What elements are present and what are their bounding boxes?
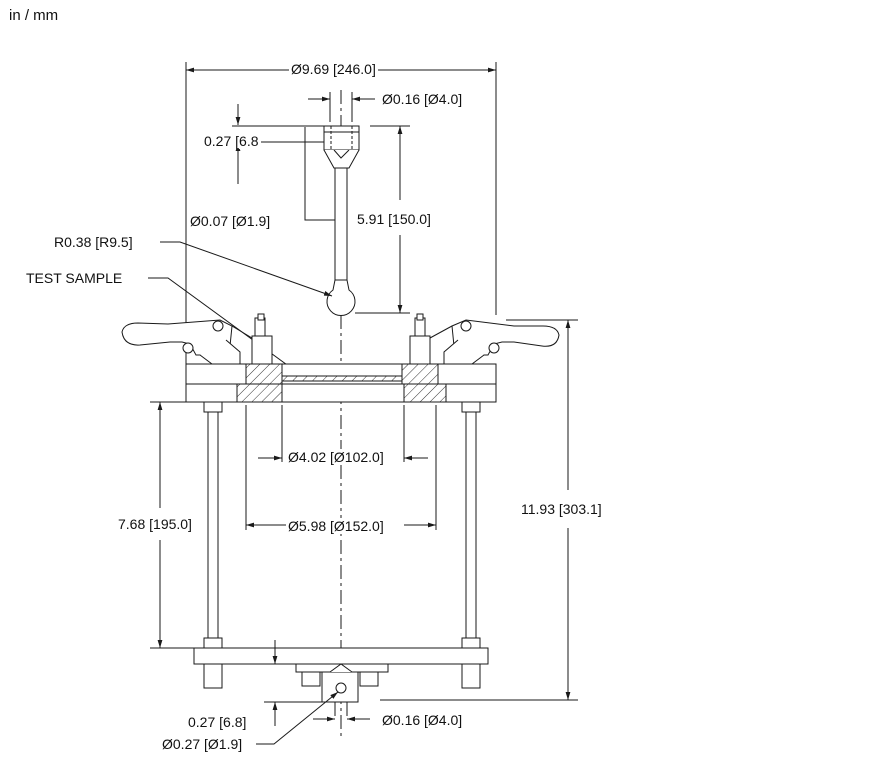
- top-plate-lower: [185, 383, 497, 403]
- ball-radius-label: R0.38 [R9.5]: [54, 234, 133, 250]
- plunger-top-height-label: 0.27 [6.8: [202, 133, 261, 149]
- right-clamp-ring-upper: [401, 363, 439, 385]
- units-label: in / mm: [9, 7, 59, 24]
- left-column-nut-bottom: [203, 637, 223, 649]
- test-sample-label: TEST SAMPLE: [26, 270, 123, 286]
- plunger-ball: [326, 279, 356, 316]
- plunger-rod: [334, 167, 348, 281]
- right-column-nut-bottom: [461, 637, 481, 649]
- plunger-rod-diameter-label: Ø0.07 [Ø1.9]: [190, 213, 271, 229]
- left-foot: [203, 663, 223, 689]
- left-clamp-ring-lower: [236, 383, 283, 403]
- bottom-pin-hole: [335, 682, 347, 694]
- bottom-tip-diameter-label: Ø0.16 [Ø4.0]: [382, 712, 463, 728]
- plunger-head: [323, 125, 360, 151]
- base-plate: [193, 647, 489, 665]
- left-toggle-clamp: [121, 313, 273, 365]
- right-column: [465, 411, 477, 639]
- plunger-taper: [323, 149, 360, 169]
- right-column-nut-top: [461, 401, 481, 413]
- left-clamp-ring-upper: [245, 363, 283, 385]
- column-height-label: 7.68 [195.0]: [116, 516, 194, 532]
- overall-height-label: 11.93 [303.1]: [519, 501, 604, 517]
- inner-clamp-diameter-label: Ø4.02 [Ø102.0]: [286, 449, 386, 465]
- left-column-nut-top: [203, 401, 223, 413]
- test-sample: [281, 375, 403, 382]
- right-clamp-ring-lower: [403, 383, 447, 403]
- overall-diameter-label: Ø9.69 [246.0]: [289, 61, 378, 77]
- plunger-length-label: 5.91 [150.0]: [355, 211, 433, 227]
- bottom-hole-diameter-label: Ø0.27 [Ø1.9]: [162, 736, 243, 752]
- right-foot: [461, 663, 481, 689]
- outer-clamp-diameter-label: Ø5.98 [Ø152.0]: [286, 518, 386, 534]
- left-column: [207, 411, 219, 639]
- bottom-height-label: 0.27 [6.8]: [188, 714, 247, 730]
- right-toggle-clamp: [409, 313, 560, 365]
- plunger-tip-diameter-label: Ø0.16 [Ø4.0]: [380, 91, 465, 107]
